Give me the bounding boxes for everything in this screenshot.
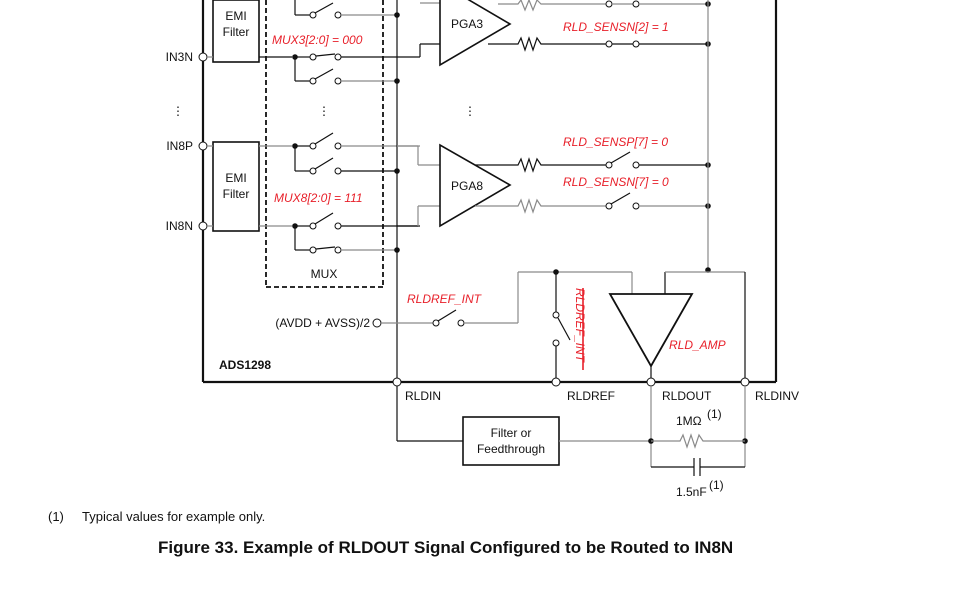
svg-text:Filter: Filter	[223, 25, 250, 39]
svg-text:PGA3: PGA3	[451, 17, 483, 31]
pin-in8p: IN8P	[166, 139, 213, 153]
svg-text:RLDIN: RLDIN	[405, 389, 441, 403]
external-filter: Filter or Feedthrough	[396, 386, 651, 466]
svg-text:EMI: EMI	[225, 9, 246, 23]
pga3: PGA3	[419, 0, 711, 67]
pin-rldout: RLDOUT	[646, 377, 712, 403]
svg-text:RLDINV: RLDINV	[755, 389, 799, 403]
rld-amp	[518, 269, 746, 378]
mux3-setting: MUX3[2:0] = 000	[272, 33, 363, 47]
pin-in8n: IN8N	[166, 219, 213, 233]
rld-sensn7-label: RLD_SENSN[7] = 0	[563, 175, 669, 189]
svg-text:IN8N: IN8N	[166, 219, 193, 233]
rld-sensp7-label: RLD_SENSP[7] = 0	[563, 135, 668, 149]
rld-amp-label: RLD_AMP	[669, 338, 726, 352]
svg-text:Filter: Filter	[223, 187, 250, 201]
mux-box: MUX	[265, 0, 384, 288]
ellipsis-pga: ⋮	[464, 104, 476, 118]
rld-sensn2-label: RLD_SENSN[2] = 1	[563, 20, 669, 34]
footnote: (1) Typical values for example only.	[48, 509, 265, 524]
ellipsis-left: ⋮	[172, 104, 184, 118]
svg-text:(1): (1)	[709, 478, 724, 492]
svg-text:EMI: EMI	[225, 171, 246, 185]
mux3-switches	[259, 0, 420, 85]
figure-caption: Figure 33. Example of RLDOUT Signal Conf…	[158, 538, 734, 557]
svg-text:IN8P: IN8P	[166, 139, 193, 153]
pga8: PGA8	[397, 143, 711, 228]
svg-text:1.5nF: 1.5nF	[676, 485, 707, 499]
ellipsis-mux: ⋮	[318, 104, 330, 118]
pin-rldin: RLDIN	[392, 377, 441, 403]
pin-in3n: IN3N	[166, 50, 213, 64]
mux8-setting: MUX8[2:0] = 111	[274, 191, 363, 205]
svg-text:RLDREF_INT: RLDREF_INT	[573, 288, 587, 364]
pin-rldinv: RLDINV	[740, 377, 799, 403]
chip-outline	[201, 0, 778, 384]
rldref-int-label: RLDREF_INT	[407, 292, 483, 306]
pin-rldref: RLDREF	[551, 377, 615, 403]
rldref-int-bar-label: RLDREF_INT	[573, 288, 587, 364]
svg-text:RLDOUT: RLDOUT	[662, 389, 712, 403]
svg-text:RLDREF: RLDREF	[567, 389, 615, 403]
footnote-number: (1)	[48, 509, 64, 524]
emi-filter-bottom: EMI Filter	[212, 141, 260, 232]
svg-text:MUX: MUX	[311, 267, 338, 281]
svg-text:1MΩ: 1MΩ	[676, 414, 702, 428]
feedback-network: 1MΩ (1) 1.5nF (1)	[648, 386, 748, 499]
emi-filter-top: EMI Filter	[212, 0, 260, 63]
footnote-text: Typical values for example only.	[82, 509, 266, 524]
svg-text:PGA8: PGA8	[451, 179, 483, 193]
svg-text:(1): (1)	[707, 407, 722, 421]
rldref-int-switch: (AVDD + AVSS)/2	[275, 272, 519, 330]
svg-text:(AVDD + AVSS)/2: (AVDD + AVSS)/2	[275, 316, 370, 330]
svg-text:IN3N: IN3N	[166, 50, 193, 64]
svg-text:Feedthrough: Feedthrough	[477, 442, 545, 456]
rldref-int-bar-switch	[552, 272, 571, 378]
svg-text:Filter or: Filter or	[491, 426, 532, 440]
chip-name: ADS1298	[219, 358, 271, 372]
